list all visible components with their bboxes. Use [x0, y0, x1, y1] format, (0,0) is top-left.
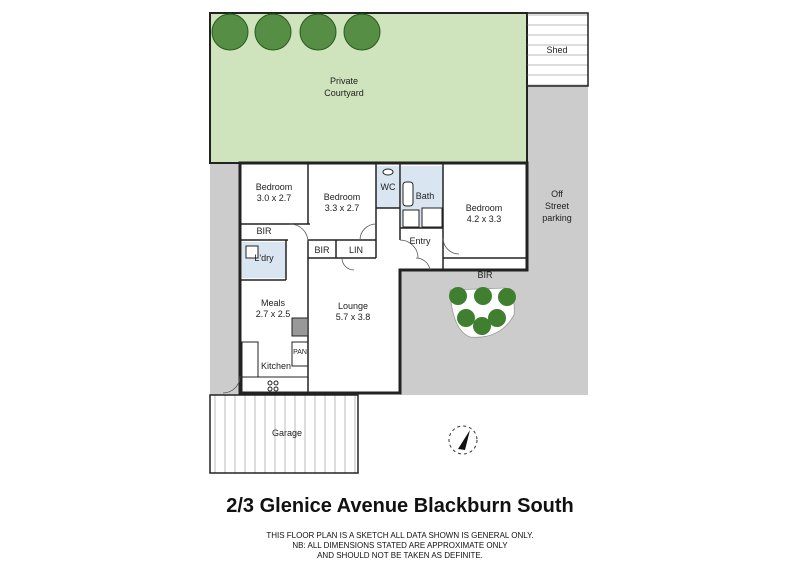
bir1-label: BIR: [256, 226, 272, 236]
kitchen-label: Kitchen: [261, 361, 291, 371]
parking-label-3: parking: [542, 213, 572, 223]
bath-label: Bath: [416, 191, 435, 201]
parking-area: [527, 86, 588, 286]
garage: [209, 394, 359, 474]
bathroom-fittings: [245, 168, 443, 259]
shrub-icon: [457, 309, 475, 327]
shrub-icon: [473, 317, 491, 335]
meals-label: Meals: [261, 298, 286, 308]
bedroom2-size: 3.3 x 2.7: [325, 203, 360, 213]
lounge-label: Lounge: [338, 301, 368, 311]
paving-left: [210, 163, 240, 395]
interior-walls: [240, 163, 527, 393]
parking-label-1: Off: [551, 189, 563, 199]
kitchen-benches: [241, 317, 309, 394]
bedroom3-size: 4.2 x 3.3: [467, 214, 502, 224]
entry-label: Entry: [409, 236, 431, 246]
shrub-icon: [498, 288, 516, 306]
bedroom3-label: Bedroom: [466, 203, 503, 213]
shed: [526, 12, 589, 87]
bedroom1-label: Bedroom: [256, 182, 293, 192]
meals-size: 2.7 x 2.5: [256, 309, 291, 319]
room-labels: Private Courtyard Shed Off Street parkin…: [254, 45, 571, 438]
bir2-label: BIR: [314, 245, 330, 255]
shrub-icon: [449, 287, 467, 305]
property-title: 2/3 Glenice Avenue Blackburn South: [226, 495, 574, 517]
courtyard-label: Private: [330, 76, 358, 86]
north-arrow-icon: [448, 425, 478, 455]
tree-icon: [299, 13, 337, 51]
shed-label: Shed: [546, 45, 567, 55]
courtyard-label-2: Courtyard: [324, 88, 364, 98]
pantry-label: PAN: [293, 349, 307, 356]
lounge-size: 5.7 x 3.8: [336, 312, 371, 322]
disclaimer-line-2: NB: ALL DIMENSIONS STATED ARE APPROXIMAT…: [292, 541, 508, 550]
parking-label-2: Street: [545, 201, 570, 211]
garage-label: Garage: [272, 428, 302, 438]
laundry-label: L'dry: [254, 253, 274, 263]
lin-label: LIN: [349, 245, 363, 255]
bir3-label: BIR: [477, 270, 493, 280]
front-garden: [449, 287, 516, 338]
tree-icon: [254, 13, 292, 51]
disclaimer-line-3: AND SHOULD NOT BE TAKEN AS DEFINITE.: [317, 551, 483, 560]
outer-walls: [238, 161, 529, 395]
bedroom1-size: 3.0 x 2.7: [257, 193, 292, 203]
tree-icon: [343, 13, 381, 51]
bedroom2-label: Bedroom: [324, 192, 361, 202]
shrub-icon: [488, 309, 506, 327]
courtyard-trees: [211, 13, 381, 51]
disclaimer: THIS FLOOR PLAN IS A SKETCH ALL DATA SHO…: [0, 531, 800, 561]
disclaimer-line-1: THIS FLOOR PLAN IS A SKETCH ALL DATA SHO…: [266, 531, 534, 540]
shrub-icon: [474, 287, 492, 305]
tree-icon: [211, 13, 249, 51]
wc-label: WC: [381, 182, 396, 192]
doors: [222, 223, 460, 394]
